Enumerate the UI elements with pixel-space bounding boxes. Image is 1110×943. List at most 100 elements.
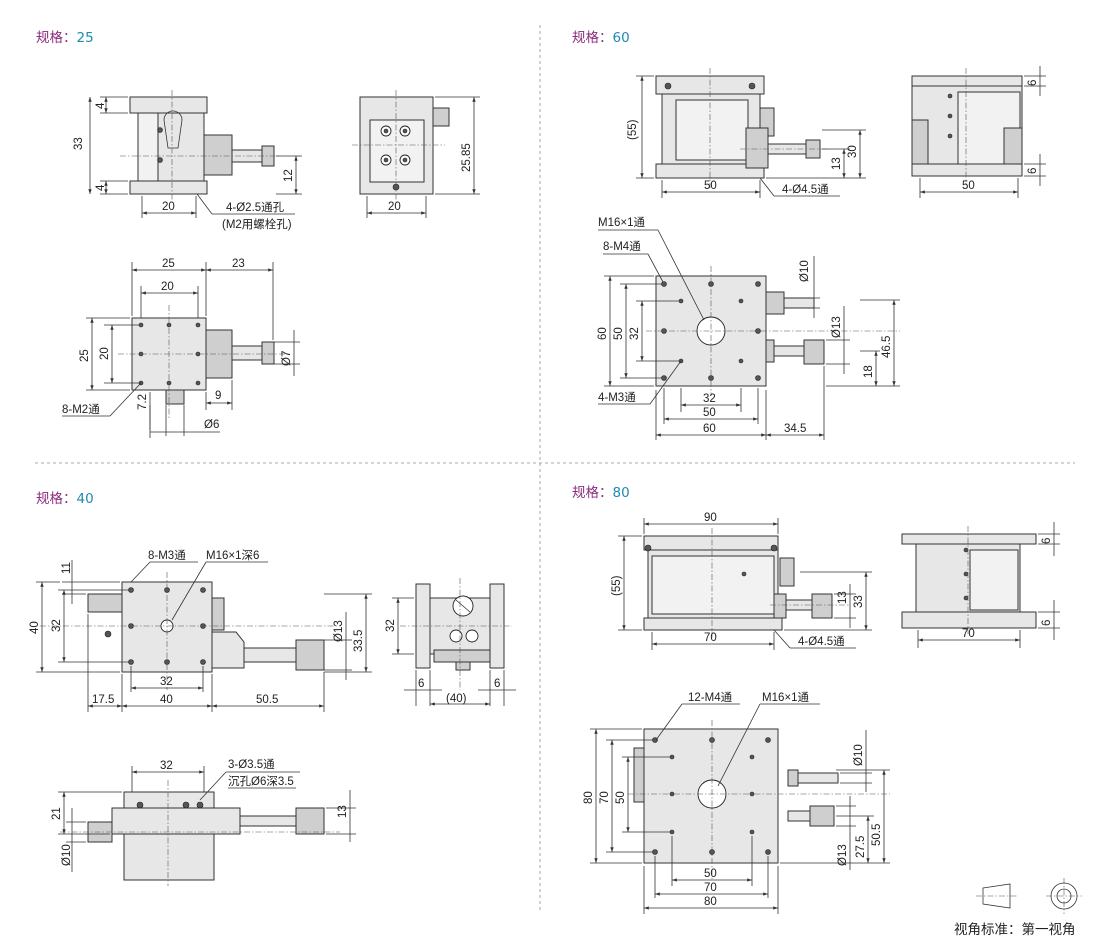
dim-text: (40) [446, 693, 467, 705]
dim-text: 32 [51, 619, 63, 632]
spec-80-side-view: 6 6 70 [901, 522, 1060, 648]
dim-text: 50.5 [256, 694, 278, 706]
spec-25-front-view: 4 33 4 12 20 4-Ø2.5通孔 (M2用螺栓孔) [73, 90, 302, 231]
dim-text: 80 [704, 896, 717, 908]
dim-text: 6 [1027, 80, 1039, 86]
dim-text: 20 [388, 201, 401, 213]
spec-60-front-view: (55) 50 30 13 4-Ø4.5通 [627, 68, 866, 198]
spec-40-top-view: 8-M3通 M16×1深6 11 40 32 33.5 Ø13 [29, 548, 372, 712]
note-text: 4-Ø4.5通 [798, 635, 845, 648]
spec-80-top-view: 12-M4通 M16×1通 80 70 50 Ø10 50.5 [583, 691, 890, 914]
dim-text: 6 [1041, 620, 1053, 626]
note-text: 12-M4通 [688, 691, 733, 704]
dim-text: 32 [385, 619, 397, 632]
spec-40-section: 规格：40 8-M3通 M16×1深6 11 [29, 491, 516, 886]
dim-text: (55) [627, 119, 639, 140]
dim-text: Ø13 [837, 844, 849, 866]
dim-text: 50 [704, 868, 717, 880]
dim-text: 32 [160, 760, 173, 772]
dim-text: 60 [597, 327, 609, 340]
dim-text: 60 [703, 423, 716, 435]
spec-25-side-view: 25.85 20 [352, 90, 480, 218]
note-text: 8-M3通 [148, 549, 186, 562]
dim-text: 20 [161, 281, 174, 293]
projection-cone-icon [982, 883, 1011, 909]
dim-text: 13 [831, 157, 843, 170]
projection-legend-text: 视角标准：第一视角 [954, 921, 1076, 938]
dim-text: 11 [61, 562, 73, 574]
dim-text: 70 [704, 882, 717, 894]
dim-text: 40 [29, 621, 41, 634]
dim-text: 70 [962, 628, 975, 640]
dim-text: 18 [863, 365, 875, 378]
spec-80-section: 规格：80 90 (55) 13 [572, 485, 1060, 914]
note-text: 3-Ø3.5通 [228, 758, 275, 771]
dim-text: 25.85 [461, 143, 473, 172]
dim-text: Ø7 [281, 351, 293, 366]
dim-text: 33.5 [353, 630, 365, 652]
dim-text: 4 [95, 102, 107, 109]
dim-text: 50 [615, 791, 627, 804]
dim-text: 21 [51, 807, 63, 820]
dim-text: 33 [853, 595, 865, 608]
dim-text: 50.5 [871, 824, 883, 846]
dim-text: 70 [704, 632, 717, 644]
note-text: (M2用螺栓孔) [222, 217, 292, 231]
dim-text: 80 [583, 791, 595, 804]
dim-text: 34.5 [784, 423, 806, 435]
note-text: 8-M4通 [603, 240, 641, 253]
spec-40-side-view: 32 6 (40) 6 [385, 578, 516, 706]
projection-legend: 视角标准：第一视角 [954, 878, 1082, 938]
dim-text: 40 [160, 694, 173, 706]
dim-text: 9 [215, 390, 221, 402]
spec-25-section: 规格：25 4 33 4 [36, 30, 480, 438]
note-text: 4-Ø4.5通 [782, 183, 829, 196]
dim-text: Ø10 [799, 260, 811, 282]
note-text: 4-Ø2.5通孔 [226, 201, 285, 214]
spec-40-front-view: 32 3-Ø3.5通 沉孔Ø6深3.5 21 13 Ø10 [51, 758, 356, 886]
dim-text: 50 [613, 327, 625, 340]
dim-text: 90 [704, 512, 717, 524]
dim-text: 32 [160, 676, 173, 688]
dim-text: 70 [599, 791, 611, 804]
dim-text: 4 [95, 184, 107, 191]
dim-text: 23 [232, 258, 245, 270]
dim-text: 12 [283, 169, 295, 182]
dim-text: 27.5 [855, 836, 867, 858]
dim-text: 46.5 [881, 336, 893, 358]
dim-text: 32 [703, 393, 716, 405]
dim-text: 7.2 [137, 394, 149, 410]
dim-text: Ø13 [831, 316, 843, 338]
spec-60-title: 规格：60 [572, 30, 630, 46]
note-text: 4-M3通 [598, 391, 636, 404]
dim-text: 25 [79, 349, 91, 362]
dim-text: Ø6 [204, 419, 219, 431]
dim-text: 6 [1041, 538, 1053, 544]
dim-text: Ø13 [333, 620, 345, 642]
note-text: M16×1深6 [206, 548, 259, 562]
dim-text: 50 [703, 407, 716, 419]
note-text: M16×1通 [598, 216, 645, 229]
dim-text: Ø10 [61, 844, 73, 866]
dim-text: (55) [611, 575, 623, 596]
dim-text: 20 [162, 201, 175, 213]
projection-circle-icon [1046, 878, 1082, 914]
spec-80-title: 规格：80 [572, 485, 630, 501]
dim-text: 6 [1027, 168, 1039, 174]
spec-80-front-view: 90 (55) 13 33 70 4-Ø4.5通 [611, 512, 872, 650]
note-text: 8-M2通 [62, 403, 100, 416]
dim-text: 33 [73, 137, 85, 150]
dim-text: 13 [837, 591, 849, 604]
spec-60-top-view: M16×1通 8-M4通 60 50 32 Ø10 Ø13 [597, 216, 900, 440]
spec-60-side-view: 6 6 50 [911, 66, 1046, 198]
spec-25-title: 规格：25 [36, 30, 94, 46]
dim-text: 50 [962, 180, 975, 192]
spec-60-section: 规格：60 (55) 50 30 [572, 30, 1046, 440]
dim-text: 20 [99, 347, 111, 360]
dim-text: 13 [337, 805, 349, 818]
dim-text: Ø10 [853, 744, 865, 766]
dim-text: 6 [418, 678, 424, 690]
spec-25-top-view: 25 23 20 25 20 Ø7 7.2 9 [62, 258, 300, 438]
dim-text: 17.5 [92, 694, 114, 706]
